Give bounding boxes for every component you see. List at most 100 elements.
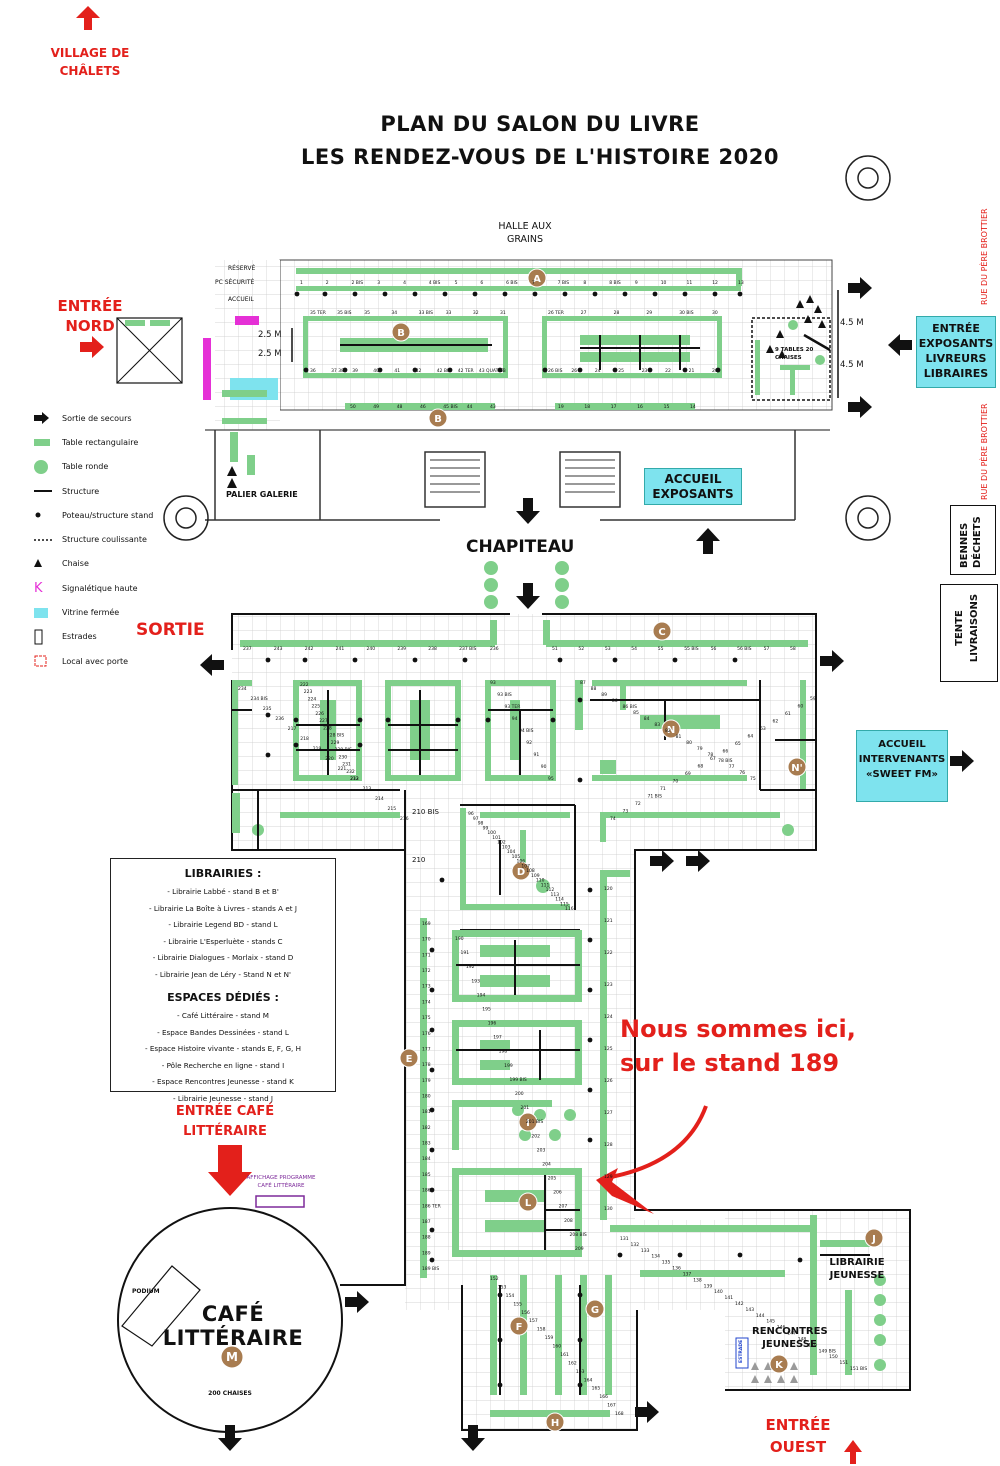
stand-number: 45 BIS	[443, 404, 458, 410]
stand-number: 177	[422, 1047, 431, 1053]
stand-number: 234	[238, 686, 247, 692]
zone-label: C	[658, 627, 665, 638]
entree-cafe-label: ENTRÉE CAFÉ LITTÉRAIRE	[175, 1104, 275, 1139]
stand-number: 194	[477, 992, 486, 998]
stand-number: 237	[243, 646, 252, 652]
stand-number: 201	[521, 1105, 530, 1111]
structure-line-icon	[34, 490, 52, 493]
stand-number: 242	[305, 646, 314, 652]
stand-number: 9	[635, 280, 638, 286]
stand-number: 203	[537, 1147, 546, 1153]
stand-number: 84	[644, 716, 650, 722]
stand-number: 31	[500, 310, 506, 316]
rect-table	[230, 432, 238, 462]
stand-number: 130	[604, 1206, 613, 1212]
zone-label: B	[397, 328, 405, 339]
stand-number: 86	[612, 698, 618, 704]
podium-label: PODIUM	[132, 1288, 160, 1295]
stand-number: 16	[637, 404, 643, 410]
stand-number: 142	[735, 1301, 744, 1307]
stand-number: 93	[490, 680, 496, 686]
stand-number: 70	[673, 779, 679, 785]
sortie-label: SORTIE	[136, 620, 205, 640]
stand-number: 92	[526, 740, 532, 746]
high-signage-icon: K	[34, 580, 43, 596]
stand-number: 174	[422, 999, 431, 1005]
stand-number: 240	[367, 646, 376, 652]
halle-label: HALLE AUX GRAINS	[498, 221, 552, 245]
librairie-item: - Librairie Legend BD - stand L	[168, 920, 278, 929]
legend-row: Poteau/structure stand	[34, 503, 204, 527]
estrade-label: ESTRADE	[739, 1339, 744, 1363]
legend-label: Vitrine fermée	[62, 608, 120, 618]
stand-number: 41	[394, 368, 400, 374]
stand-number: 43	[500, 368, 506, 374]
map-legend: Sortie de secours Table rectangulaire Ta…	[34, 406, 204, 673]
stand-number: 22	[665, 368, 671, 374]
rect-table-icon	[34, 439, 50, 447]
stand-number: 36	[310, 368, 316, 374]
zone-markers	[220, 268, 884, 1432]
zone-label: A	[533, 274, 541, 285]
stand-number: 29	[646, 310, 652, 316]
exit-arrows	[200, 277, 974, 1451]
stand-number: 171	[422, 952, 431, 958]
stand-number: 243	[274, 646, 283, 652]
stand-number: 61	[785, 711, 791, 717]
stand-number: 50	[350, 404, 356, 410]
stand-number: 3	[377, 280, 380, 286]
stand-number: 101	[492, 835, 501, 841]
halle-lower-structure	[205, 430, 796, 521]
zone-label: F	[516, 1322, 523, 1333]
stand-number: 173	[422, 984, 431, 990]
legend-label: Structure	[62, 486, 100, 496]
entree-ouest-label: ENTRÉE OUEST	[765, 1416, 831, 1456]
stand-number: 8 BIS	[609, 280, 621, 286]
stand-number: 186 TER	[422, 1203, 441, 1209]
stand-number: 95	[548, 776, 554, 782]
stand-number: 152	[490, 1276, 499, 1282]
zone-label: N	[667, 725, 675, 736]
zone-label: G	[591, 1305, 599, 1316]
legend-row: Table rectangulaire	[34, 430, 204, 454]
stand-number: 73	[623, 809, 629, 815]
stand-number: 149	[808, 1342, 817, 1348]
stand-number: 223	[304, 689, 313, 695]
stand-number: 176	[422, 1031, 431, 1037]
stand-number: 49	[373, 404, 379, 410]
stand-number: 151 BIS	[850, 1366, 867, 1372]
stand-number: 46	[420, 404, 426, 410]
pole-icon	[35, 512, 41, 518]
legend-row: Vitrine fermée	[34, 600, 204, 624]
stand-number: 15	[664, 404, 670, 410]
stand-number: 24	[595, 368, 601, 374]
pc-securite-label: PC SÉCURITÉ	[215, 279, 255, 286]
stand-number: 6	[480, 280, 483, 286]
legend-label: Structure coulissante	[62, 535, 147, 545]
stand-number: 200	[515, 1091, 524, 1097]
stand-number: 104	[507, 849, 516, 855]
stand-number: 146	[777, 1325, 786, 1331]
stand-number: 153	[498, 1284, 507, 1290]
tente-label: TENTE LIVRAISONS	[954, 593, 980, 663]
callout-line-2: sur le stand 189	[620, 1049, 840, 1077]
stand-number: 97	[473, 816, 479, 822]
stand-number: 30	[712, 310, 718, 316]
stand-number: 162	[568, 1360, 577, 1366]
espace-item: - Librairie Jeunesse - stand J	[172, 1093, 274, 1103]
stand-number: 141	[725, 1295, 734, 1301]
zone-label: N'	[791, 763, 802, 774]
chapiteau-label: CHAPITEAU	[466, 537, 575, 557]
stand-number: 75	[750, 776, 756, 782]
stand-number: 59	[810, 696, 816, 702]
legend-label: Sortie de secours	[62, 413, 132, 423]
stand-number: 155	[513, 1301, 522, 1307]
stand-number: 236	[275, 716, 284, 722]
stand-number: 55 BIS	[684, 646, 699, 652]
stand-number: 158	[537, 1327, 546, 1333]
stand-number: 218	[300, 736, 309, 742]
stand-number: 175	[422, 1015, 431, 1021]
stand-number: 98	[478, 821, 484, 827]
espace-item: - Espace Rencontres Jeunesse - stand K	[152, 1077, 294, 1086]
stand-number: 123	[604, 982, 613, 988]
